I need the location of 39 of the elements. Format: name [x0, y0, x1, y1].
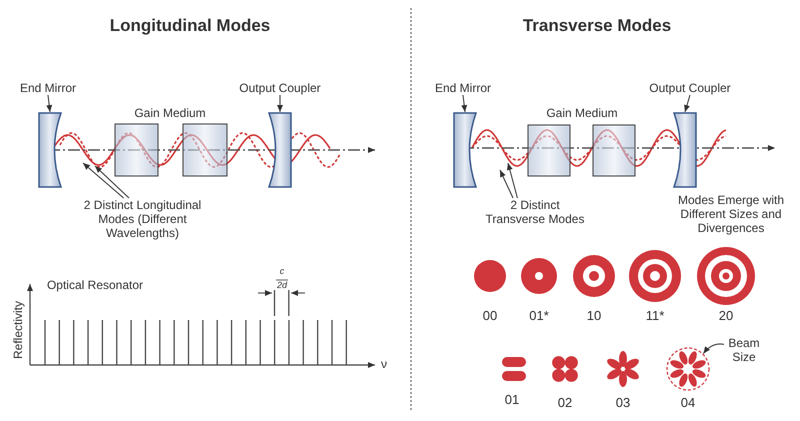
axis-label: ν [380, 357, 388, 371]
mode-label: 04 [680, 396, 696, 410]
mode-label: 01* [528, 309, 550, 323]
mirror-drawing [453, 112, 477, 188]
leader-line [500, 170, 514, 198]
leader-line [684, 94, 690, 112]
mode-label: 02 [556, 396, 574, 410]
leader-line [506, 162, 518, 198]
leader-line [82, 162, 124, 198]
leader-line [277, 94, 283, 112]
annotation-text: 2 Distinct Transverse Modes [480, 198, 590, 226]
annotation-text: 2 Distinct Longitudinal Modes (Different Wavelengths) [75, 198, 210, 240]
annotation-text: Beam Size [724, 336, 764, 364]
part-label: Output Coupler [640, 81, 740, 95]
mode-label: 10 [586, 309, 602, 323]
formula-text: c [278, 266, 286, 277]
panel-title: Transverse Modes [522, 16, 672, 36]
annotation-text: Modes Emerge with Different Sizes and Divergences [676, 193, 786, 235]
mode-label: 03 [614, 396, 632, 410]
part-label: Gain Medium [133, 106, 207, 120]
mode-label: 11* [644, 309, 666, 323]
leader-line [461, 94, 468, 112]
mode-label: 00 [482, 309, 498, 323]
panel-title: Longitudinal Modes [108, 16, 272, 36]
formula-text: 2d [276, 280, 288, 291]
part-label: End Mirror [425, 81, 501, 95]
leader-line [46, 94, 52, 112]
mode-label: 20 [718, 309, 734, 323]
part-label: Gain Medium [545, 106, 619, 120]
chart-title: Optical Resonator [46, 278, 144, 292]
mirror-drawing [38, 112, 62, 188]
leader-line [702, 344, 724, 354]
axis-label: Reflectivity [11, 300, 25, 362]
part-label: Output Coupler [230, 81, 330, 95]
leader-line [94, 166, 130, 198]
part-label: End Mirror [10, 81, 86, 95]
mirror-drawing [268, 112, 292, 188]
mirror-drawing [673, 112, 697, 188]
mode-label: 01 [504, 393, 520, 407]
